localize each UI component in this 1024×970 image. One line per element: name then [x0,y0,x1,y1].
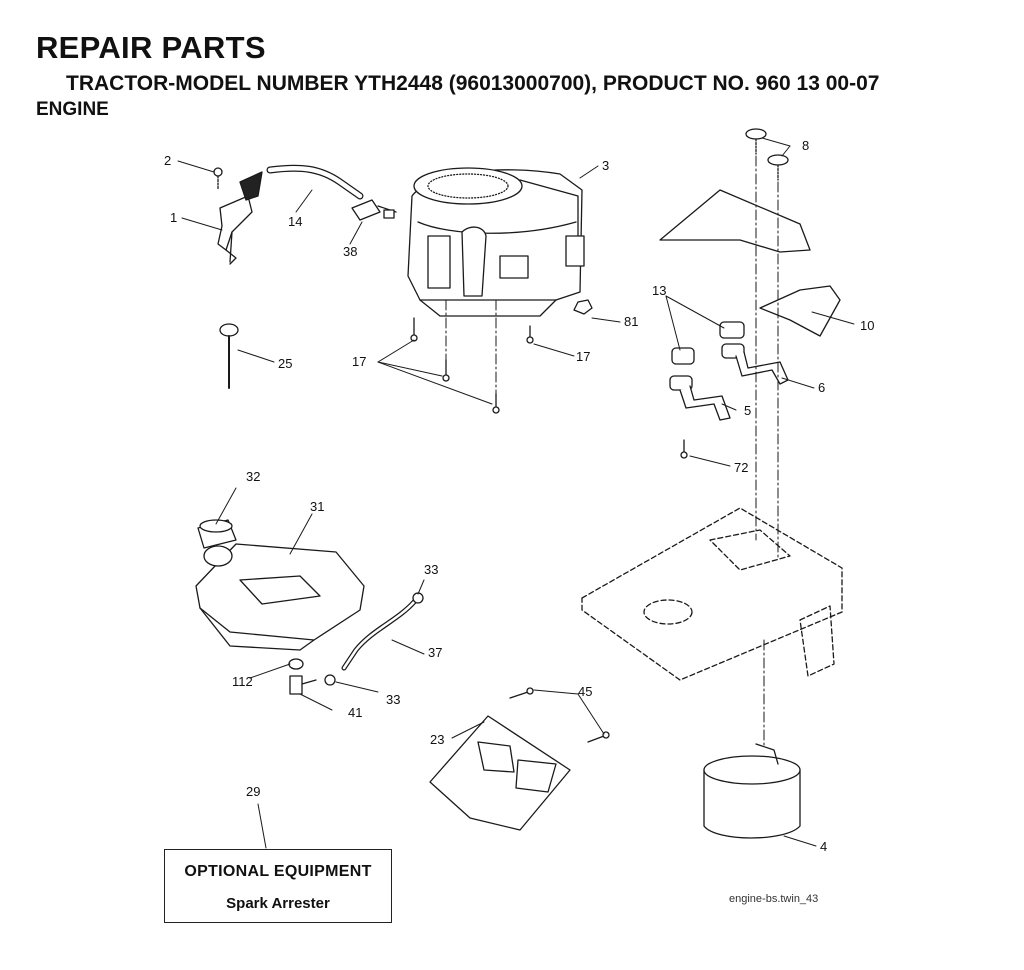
callout-labels: 2 1 14 38 3 81 17 17 25 8 10 13 6 5 72 4… [164,138,874,854]
part-23-plate [429,715,571,831]
callout-31: 31 [310,499,324,514]
callout-1: 1 [170,210,177,225]
callout-6: 6 [818,380,825,395]
part-8-bolts [745,128,789,181]
callout-37: 37 [428,645,442,660]
callout-10: 10 [860,318,874,333]
part-3-engine [407,167,585,317]
callout-2: 2 [164,153,171,168]
page-title: REPAIR PARTS [36,30,266,65]
callout-33b: 33 [386,692,400,707]
part-112-washer [288,658,304,670]
part-25-dipstick [219,323,239,389]
callout-14: 14 [288,214,302,229]
spark-arrester-label: Spark Arrester [226,895,330,912]
callout-17b: 17 [576,349,590,364]
callout-4: 4 [820,839,827,854]
callout-25: 25 [278,356,292,371]
part-45-bolts [509,687,610,743]
part-5-exhaust-pipe [679,385,731,421]
part-2-screw [213,167,223,191]
part-14-hose [266,164,364,200]
part-17-bolts [410,317,534,414]
part-10-heat-shield [659,189,841,337]
part-38-fitting [351,199,397,221]
callout-5: 5 [744,403,751,418]
model-subtitle: TRACTOR-MODEL NUMBER YTH2448 (9601300070… [66,72,880,95]
part-81-nut [573,299,593,315]
part-1-throttle-control [217,171,263,265]
file-reference: engine-bs.twin_43 [729,893,819,905]
callout-13: 13 [652,283,666,298]
part-4-muffler [703,743,801,839]
part-37-fuel-line [341,599,417,671]
part-32-fuel-cap [197,519,237,549]
optional-equipment-box: OPTIONAL EQUIPMENT Spark Arrester [164,849,392,923]
tractor-frame [581,507,843,681]
callout-45: 45 [578,684,592,699]
callout-3: 3 [602,158,609,173]
part-6-exhaust-pipe [735,351,789,385]
section-heading: ENGINE [36,99,109,120]
callout-29: 29 [246,784,260,799]
part-72-screw [680,439,688,459]
leader-lines [177,137,855,849]
callout-8: 8 [802,138,809,153]
part-13-gaskets [669,321,745,391]
callout-23: 23 [430,732,444,747]
callout-81: 81 [624,314,638,329]
callout-33a: 33 [424,562,438,577]
optional-equipment-heading: OPTIONAL EQUIPMENT [184,863,372,880]
callout-72: 72 [734,460,748,475]
callout-17a: 17 [352,354,366,369]
callout-38: 38 [343,244,357,259]
part-41-shutoff-valve [289,675,317,695]
part-33-clamp [324,592,424,686]
part-31-fuel-tank [195,543,365,651]
callout-41: 41 [348,705,362,720]
callout-32: 32 [246,469,260,484]
callout-112: 112 [232,674,253,689]
